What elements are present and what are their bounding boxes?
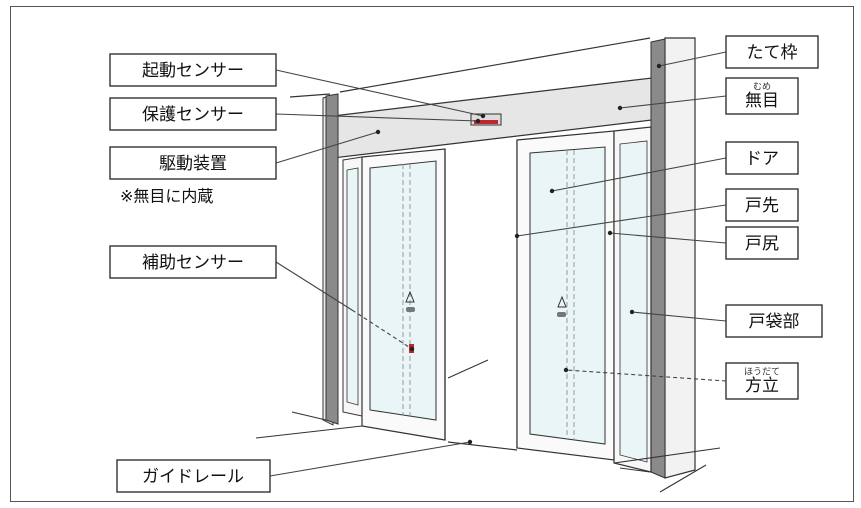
protection-sensor-unit [474, 120, 498, 124]
door-structure [255, 37, 721, 493]
label-trailing-edge: 戸尻 [725, 226, 799, 260]
floor-line-left [255, 425, 363, 439]
floor-line-left-2 [291, 411, 327, 421]
label-transom: むめ 無目 [725, 77, 799, 115]
label-transom-ruby: むめ [753, 82, 771, 93]
leader-transom-dot [617, 105, 623, 111]
leader-protect-sensor [275, 113, 479, 122]
label-leading-edge: 戸先 [725, 188, 799, 222]
label-start-sensor-text: 起動センサー [142, 61, 244, 81]
label-start-sensor: 起動センサー [109, 53, 277, 87]
left-vertical-frame [325, 93, 339, 425]
label-vertical-frame: たて枠 [725, 35, 819, 69]
label-protect-sensor-text: 保護センサー [142, 105, 244, 125]
label-leading-edge-text: 戸先 [745, 196, 779, 216]
label-aux-sensor: 補助センサー [109, 245, 277, 279]
label-protect-sensor: 保護センサー [109, 97, 277, 131]
opening-floor-2 [447, 441, 518, 451]
left-door-glass [369, 160, 437, 421]
leader-start-sensor [275, 69, 484, 117]
leader-aux-sensor-dot [409, 346, 415, 352]
label-door-text: ドア [745, 149, 779, 169]
label-transom-text: 無目 [745, 91, 779, 111]
leader-aux-sensor-dashed [351, 309, 413, 350]
right-door-handle-triangle [557, 295, 567, 308]
leader-drive-unit-dot [375, 129, 381, 135]
leader-mullion-dot [563, 367, 569, 373]
drive-unit-note: ※無目に内蔵 [120, 187, 213, 206]
leader-transom [619, 95, 727, 109]
label-mullion-ruby: ほうだて [744, 367, 780, 378]
leader-start-sensor-dot [480, 113, 486, 119]
label-drive-unit: 駆動装置 [109, 146, 277, 180]
pocket-glass [619, 140, 648, 463]
leader-vertical-frame-dot [656, 63, 662, 69]
ceiling-line-left [289, 93, 331, 98]
leader-pocket [631, 311, 727, 322]
label-aux-sensor-text: 補助センサー [142, 253, 244, 273]
leader-drive-unit [275, 131, 379, 164]
leader-guide-rail [269, 441, 471, 477]
right-wall [664, 37, 696, 479]
floor-line-right-2 [659, 464, 707, 493]
leader-vertical-frame [658, 51, 727, 67]
label-drive-unit-text: 駆動装置 [159, 154, 227, 174]
left-side-glass [346, 167, 359, 406]
leader-door [551, 157, 727, 192]
label-guide-rail-text: ガイドレール [142, 467, 244, 487]
ceiling-line-upper [339, 37, 651, 93]
leader-leading-edge [516, 204, 727, 237]
left-door-handle-triangle [405, 290, 415, 303]
leader-pocket-dot [629, 309, 635, 315]
right-door-handle [557, 312, 566, 317]
leader-mullion-dashed [565, 369, 727, 382]
label-guide-rail: ガイドレール [116, 459, 271, 493]
leader-trailing-edge-dot [607, 230, 613, 236]
right-vertical-frame [650, 38, 666, 479]
leader-aux-sensor [275, 261, 353, 311]
leader-trailing-edge [609, 232, 727, 244]
label-mullion: ほうだて 方立 [725, 362, 799, 400]
leader-leading-edge-dot [514, 233, 520, 239]
label-mullion-text: 方立 [745, 376, 779, 396]
leader-door-dot [549, 188, 555, 194]
label-trailing-edge-text: 戸尻 [745, 234, 779, 254]
floor-line-right-3 [619, 467, 651, 473]
label-vertical-frame-text: たて枠 [747, 43, 798, 63]
leader-protect-sensor-dot [475, 118, 481, 124]
floor-line-right [613, 447, 721, 464]
left-door-handle [406, 307, 415, 312]
activation-sensor-unit [470, 113, 502, 126]
diagram-border [10, 6, 854, 502]
leader-lines [269, 51, 727, 477]
leader-guide-rail-dot [467, 439, 473, 445]
label-pocket: 戸袋部 [725, 304, 823, 338]
label-door: ドア [725, 141, 799, 175]
label-pocket-text: 戸袋部 [749, 312, 800, 332]
opening-floor [447, 359, 489, 379]
